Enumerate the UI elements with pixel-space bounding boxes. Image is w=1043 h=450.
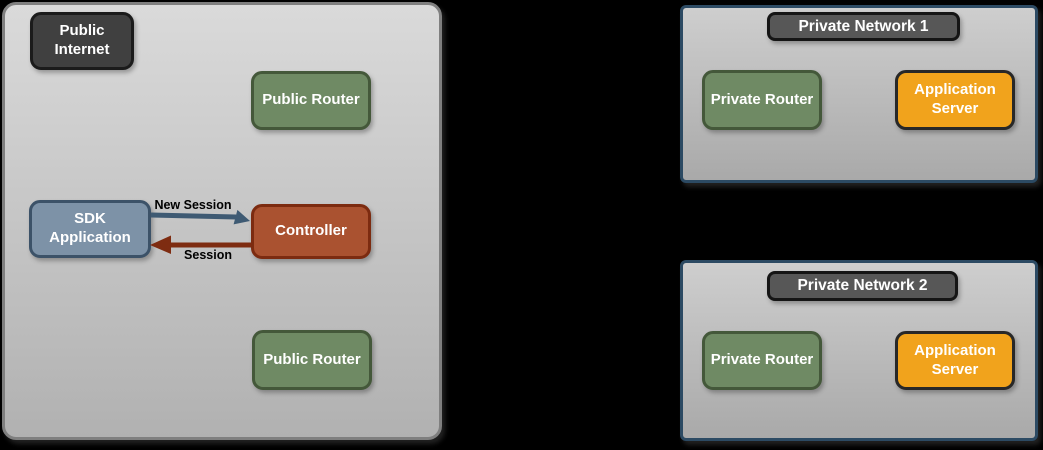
private-network-2-zone: Private Network 2 Private Router Applica…	[680, 260, 1038, 441]
public-internet-label-box: Public Internet	[30, 12, 134, 70]
private-router-1-label: Private Router	[710, 90, 814, 108]
public-internet-label: Public Internet	[54, 22, 110, 58]
private-network-2-title: Private Network 2	[797, 277, 928, 294]
public-internet-zone: Public Internet Public Router SDK Applic…	[2, 2, 442, 440]
private-network-2-title-box: Private Network 2	[767, 271, 958, 301]
node-public-router-bottom: Public Router	[252, 330, 372, 390]
session-label: Session	[184, 248, 232, 262]
private-network-1-zone: Private Network 1 Private Router Applica…	[680, 5, 1038, 183]
node-controller: Controller	[251, 204, 371, 259]
private-network-1-title-box: Private Network 1	[767, 12, 960, 41]
node-application-server-1: Application Server	[895, 70, 1015, 130]
node-public-router-top: Public Router	[251, 71, 371, 130]
new-session-label: New Session	[154, 198, 232, 212]
sdk-application-label: SDK Application	[49, 210, 131, 246]
application-server-1-label: Application Server	[914, 81, 996, 117]
private-network-1-title: Private Network 1	[798, 17, 929, 35]
node-sdk-application: SDK Application	[29, 200, 151, 258]
node-application-server-2: Application Server	[895, 331, 1015, 390]
public-router-top-label: Public Router	[262, 91, 360, 109]
application-server-2-label: Application Server	[914, 341, 996, 378]
node-private-router-2: Private Router	[702, 331, 822, 390]
private-router-2-label: Private Router	[710, 351, 814, 369]
node-private-router-1: Private Router	[702, 70, 822, 130]
controller-label: Controller	[275, 222, 347, 240]
public-router-bottom-label: Public Router	[263, 350, 361, 368]
